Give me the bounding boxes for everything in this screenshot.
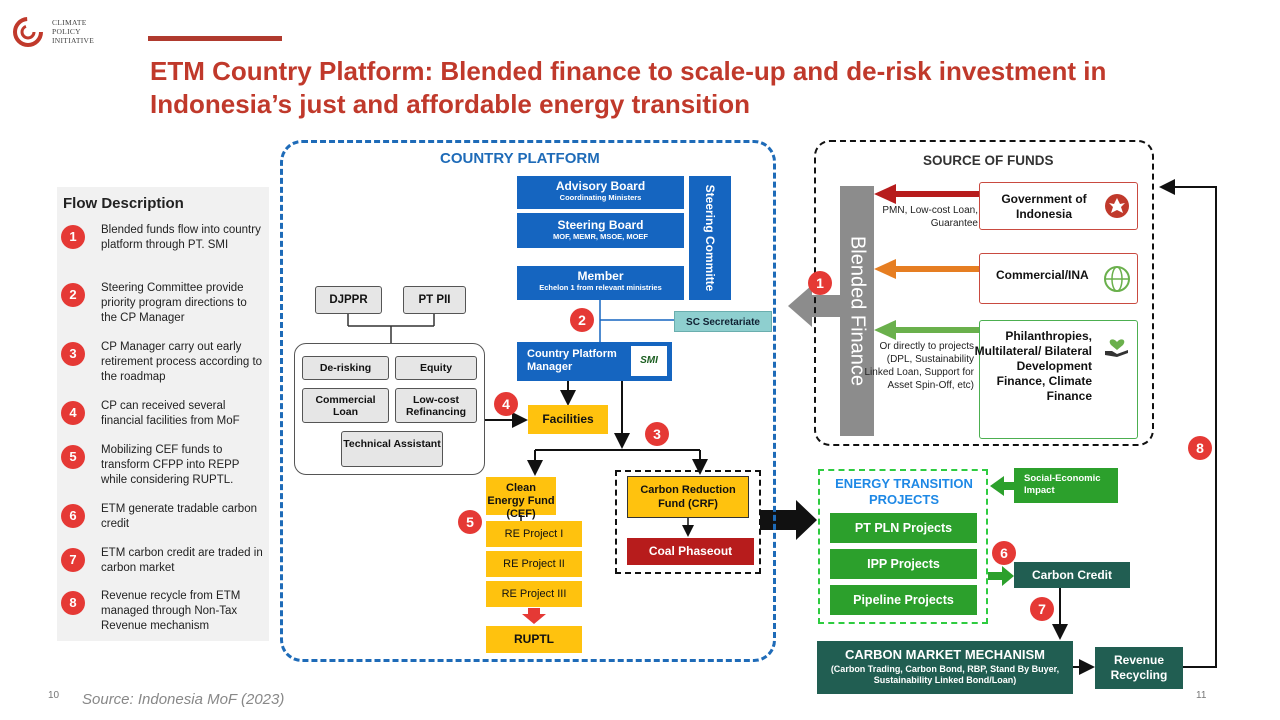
flow-text: Steering Committee provide priority prog…: [101, 282, 247, 324]
ruptl-box: RUPTL: [486, 626, 582, 653]
steering-committee-label: Steering Committe: [703, 184, 717, 292]
advisory-board-sub: Coordinating Ministers: [559, 193, 642, 202]
cmm-sub: (Carbon Trading, Carbon Bond, RBP, Stand…: [830, 664, 1060, 685]
facilities-box: Facilities: [528, 405, 608, 434]
carbon-market-mechanism-box: CARBON MARKET MECHANISM (Carbon Trading,…: [817, 641, 1073, 694]
commercial-label: Commercial/INA: [996, 268, 1089, 282]
cef-box: Clean Energy Fund (CEF): [486, 477, 556, 520]
flow-text: Blended funds flow into country platform…: [101, 224, 261, 251]
government-label: Government of Indonesia: [1001, 192, 1087, 221]
sc-secretariate-box: SC Secretariate: [674, 311, 772, 332]
page-number-left: 10: [48, 690, 60, 701]
flow-number: 4: [61, 401, 85, 425]
source-of-funds-title: SOURCE OF FUNDS: [923, 153, 1054, 168]
title-accent-bar: [148, 36, 282, 41]
carbon-credit-box: Carbon Credit: [1014, 562, 1130, 588]
globe-icon: [1104, 266, 1130, 292]
pipeline-projects-box: Pipeline Projects: [830, 585, 977, 615]
commercial-box: Commercial/INA: [979, 253, 1138, 304]
government-note: PMN, Low-cost Loan, Guarantee: [882, 205, 978, 229]
slide-title: ETM Country Platform: Blended finance to…: [150, 56, 1107, 119]
re-project-1-box: RE Project I: [486, 521, 582, 547]
flow-number: 3: [61, 342, 85, 366]
etp-title: ENERGY TRANSITION PROJECTS: [835, 476, 973, 507]
advisory-board-label: Advisory Board: [555, 179, 646, 193]
logo-line: CLIMATE: [52, 18, 87, 27]
government-box: Government of Indonesia: [979, 182, 1138, 230]
flow-number: 7: [61, 548, 85, 572]
heart-hand-icon: [1105, 339, 1128, 357]
steering-board-label: Steering Board: [557, 218, 644, 232]
steering-board-sub: MOF, MEMR, MSOE, MOEF: [553, 232, 648, 241]
step-badge-2: 2: [570, 308, 594, 332]
steering-board-box: Steering Board MOF, MEMR, MSOE, MOEF: [517, 213, 684, 248]
re-project-2-box: RE Project II: [486, 551, 582, 577]
step-badge-1: 1: [808, 271, 832, 295]
logo-line: POLICY: [52, 27, 81, 36]
smi-logo: SMI: [631, 346, 667, 376]
flow-number: 2: [61, 283, 85, 307]
member-box: Member Echelon 1 from relevant ministrie…: [517, 266, 684, 300]
re-project-3-box: RE Project III: [486, 581, 582, 607]
member-sub: Echelon 1 from relevant ministries: [539, 283, 662, 292]
cp-manager-box: Country Platform Manager SMI: [517, 342, 672, 381]
step-badge-8: 8: [1188, 436, 1212, 460]
ipp-projects-box: IPP Projects: [830, 549, 977, 579]
flow-text: CP can received several financial facili…: [101, 400, 240, 427]
coal-phaseout-box: Coal Phaseout: [627, 538, 754, 565]
page-number-right: 11: [1196, 690, 1207, 701]
social-economic-impact-box: Social-Economic Impact: [1014, 468, 1118, 503]
flow-text: ETM generate tradable carbon credit: [101, 503, 257, 530]
revenue-recycling-box: Revenue Recycling: [1095, 647, 1183, 689]
source-note: Source: Indonesia MoF (2023): [82, 691, 285, 708]
step-badge-6: 6: [992, 541, 1016, 565]
step-badge-5: 5: [458, 510, 482, 534]
ptpii-box: PT PII: [403, 286, 466, 314]
technical-assistant-box: Technical Assistant: [341, 431, 443, 467]
steering-committee-box: Steering Committe: [689, 176, 731, 300]
advisory-board-box: Advisory Board Coordinating Ministers: [517, 176, 684, 209]
step-badge-3: 3: [645, 422, 669, 446]
cp-manager-label: Country Platform Manager: [527, 348, 617, 373]
directly-to-projects-note: Or directly to projects (DPL, Sustainabi…: [864, 341, 974, 391]
crf-frame: [615, 470, 761, 574]
logo-text: CLIMATE POLICY INITIATIVE: [52, 18, 94, 45]
flow-description-panel: Flow Description 1 Blended funds flow int…: [57, 187, 269, 641]
country-platform-title: COUNTRY PLATFORM: [440, 150, 600, 167]
etp-frame: [818, 469, 988, 624]
step-badge-4: 4: [494, 392, 518, 416]
flow-text: Revenue recycle from ETM managed through…: [101, 590, 241, 632]
flow-number: 6: [61, 504, 85, 528]
member-label: Member: [577, 269, 624, 283]
low-cost-refinancing-box: Low-cost Refinancing: [395, 388, 477, 423]
blended-finance-bar: Blended Finance: [840, 186, 874, 436]
flow-number: 1: [61, 225, 85, 249]
commercial-loan-box: Commercial Loan: [302, 388, 389, 423]
garuda-emblem-icon: [1105, 194, 1129, 218]
cmm-label: CARBON MARKET MECHANISM: [844, 647, 1046, 662]
flow-text: Mobilizing CEF funds to transform CFPP i…: [101, 444, 240, 486]
flow-text: ETM carbon credit are traded in carbon m…: [101, 547, 263, 574]
equity-box: Equity: [395, 356, 477, 380]
derisking-box: De-risking: [302, 356, 389, 380]
flow-text: CP Manager carry out early retirement pr…: [101, 341, 263, 383]
flow-heading: Flow Description: [63, 195, 184, 212]
cpi-logo-icon: [13, 17, 43, 47]
logo-line: INITIATIVE: [52, 36, 95, 45]
philanthropies-label: Philanthropies, Multilateral/ Bilateral …: [974, 329, 1092, 403]
crf-box: Carbon Reduction Fund (CRF): [627, 476, 749, 518]
step-badge-7: 7: [1030, 597, 1054, 621]
cpi-logo: CLIMATE POLICY INITIATIVE: [10, 14, 120, 54]
country-platform-frame: [280, 140, 776, 662]
philanthropies-box: Philanthropies, Multilateral/ Bilateral …: [975, 320, 1138, 439]
djppr-box: DJPPR: [315, 286, 382, 314]
pt-pln-projects-box: PT PLN Projects: [830, 513, 977, 543]
flow-number: 8: [61, 591, 85, 615]
flow-number: 5: [61, 445, 85, 469]
